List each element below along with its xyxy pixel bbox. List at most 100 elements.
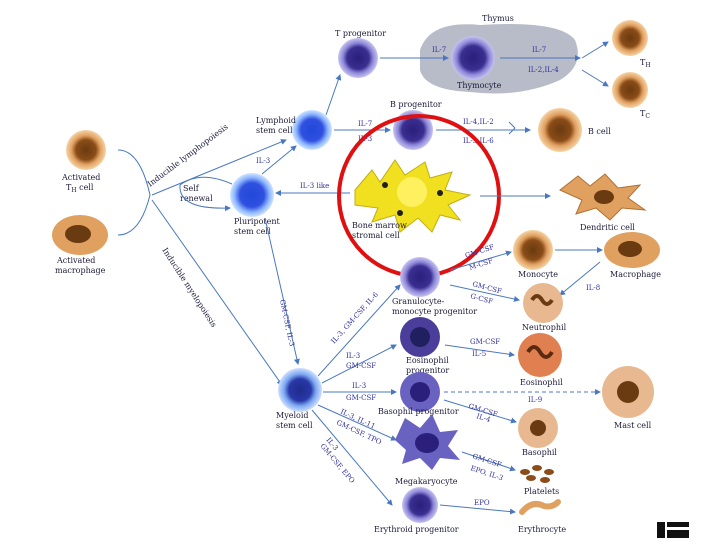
cytokine-il4-il2: IL-4,IL-2	[463, 118, 494, 126]
arrow-to-erythrocyte	[439, 504, 516, 515]
basophil-nucleus	[530, 420, 546, 436]
arrow-to-basophil	[443, 399, 517, 424]
eosinophil-label: Eosinophil	[520, 378, 563, 387]
cytokine-il3-baso: IL-3	[352, 382, 366, 390]
erythrocyte-label: Erythrocyte	[518, 525, 566, 534]
cytokine-il7-thymus: IL-7	[432, 46, 446, 54]
gm-progenitor-cell	[400, 257, 440, 297]
lymphoid-stem-cell	[292, 110, 332, 150]
th-label: TH	[640, 58, 651, 69]
arrow-to-tc	[581, 69, 609, 87]
gm-progenitor-label-1: Granulocyte-	[392, 297, 445, 306]
self-renewal-arrow	[179, 176, 233, 212]
arrow-myeloid-to-gm	[317, 284, 401, 377]
arrow-lymph-to-t	[325, 74, 342, 116]
tc-cell	[612, 72, 648, 108]
activation-bracket	[117, 149, 151, 236]
cytokine-epo: EPO	[474, 499, 490, 507]
b-progenitor-cell	[393, 110, 433, 150]
basophil-progenitor-nucleus	[410, 382, 430, 402]
self-renewal-label-2: renewal	[180, 194, 213, 203]
basophil-progenitor-label: Basophil progenitor	[378, 407, 459, 416]
activated-macrophage-label-2: macrophage	[55, 266, 106, 275]
arrow-myeloid-to-ery	[311, 409, 393, 506]
megakaryocyte-label: Megakaryocyte	[395, 477, 458, 486]
neutrophil-nucleus	[530, 294, 554, 306]
basophil-label: Basophil	[522, 448, 557, 457]
cytokine-il4: IL-4	[475, 412, 491, 424]
arrow-pluri-to-lymph	[261, 145, 297, 175]
macrophage-label: Macrophage	[610, 270, 661, 279]
arrow-myeloid-to-eos	[321, 344, 397, 384]
myeloid-label-2: stem cell	[276, 421, 313, 430]
activated-th-cell	[66, 130, 106, 170]
cytokine-il7-th: IL-7	[532, 46, 546, 54]
platelets-group	[520, 465, 554, 483]
pluripotent-stem-cell	[230, 173, 274, 217]
tc-label: TC	[640, 109, 650, 120]
cytokine-il2-il4: IL-2,IL-4	[528, 66, 559, 74]
myeloid-stem-cell	[278, 368, 322, 412]
t-progenitor-cell	[338, 38, 378, 78]
eos-progenitor-label-2: progenitor	[406, 366, 449, 375]
myeloid-label-1: Myeloid	[276, 411, 309, 420]
pluripotent-label-2: stem cell	[234, 227, 271, 236]
cytokine-m-csf: M-CSF	[468, 257, 494, 272]
thymus-label: Thymus	[482, 14, 514, 23]
cytokine-il8: IL-8	[586, 284, 600, 292]
arrow-to-neutrophil	[449, 284, 520, 302]
erythrocyte-cell	[519, 499, 561, 515]
arrow-pluri-to-myeloid	[264, 217, 300, 365]
arrow-to-eosinophil	[444, 344, 515, 358]
eos-progenitor-nucleus	[410, 327, 430, 347]
activated-macrophage-label-1: Activated	[56, 256, 95, 265]
cytokine-il3-lymph: IL-3	[256, 157, 270, 165]
erythroid-progenitor-label: Erythroid progenitor	[374, 525, 459, 534]
monocyte-cell	[513, 230, 553, 270]
thymocyte-cell	[451, 36, 495, 80]
inducible-myelopoiesis-label: Inducible myelopoiesis	[160, 246, 218, 329]
thymocyte-label: Thymocyte	[457, 81, 502, 90]
b-progenitor-label: B progenitor	[390, 100, 442, 109]
eos-progenitor-label-1: Eosinophil	[406, 356, 449, 365]
dendritic-nucleus	[594, 190, 614, 204]
megakaryocyte-nucleus	[415, 433, 439, 453]
bone-marrow-label-1: Bone marrow	[352, 221, 407, 230]
monocyte-label: Monocyte	[518, 270, 558, 279]
self-renewal-label-1: Self	[183, 184, 200, 193]
b-cell-label: B cell	[588, 127, 611, 136]
b-cell-antibody-icon	[508, 121, 516, 135]
arrow-myeloid-to-mega	[317, 404, 397, 441]
b-cell	[538, 108, 582, 152]
arrow-inducible-lymph	[151, 139, 287, 196]
cytokine-il3-like: IL-3 like	[300, 182, 329, 190]
pluripotent-label-1: Pluripotent	[234, 217, 281, 226]
neutrophil-label: Neutrophil	[522, 323, 567, 332]
erythroid-progenitor-cell	[402, 487, 438, 523]
activated-th-label-2: TH cell	[66, 183, 94, 194]
lymphoid-label-2: stem cell	[256, 126, 293, 135]
arrow-to-platelets	[461, 451, 516, 472]
slide-logo-icon	[657, 522, 689, 538]
activated-th-label-1: Activated	[61, 173, 100, 182]
cytokine-il7-b: IL-7	[358, 120, 372, 128]
cytokine-il9: IL-9	[528, 396, 542, 404]
arrow-inducible-myelo	[151, 199, 283, 386]
activated-macrophage-nucleus	[65, 225, 91, 243]
cytokine-il3-gm-il6: IL-3, GM-CSF, IL-6	[330, 290, 381, 345]
mast-cell-label: Mast cell	[614, 421, 652, 430]
gm-progenitor-label-2: monocyte progenitor	[392, 307, 477, 316]
eosinophil-nucleus	[526, 345, 554, 359]
cytokine-gm-csf-il3: GM-CSF, IL-3	[278, 299, 296, 347]
cytokine-il5: IL-5	[472, 350, 486, 358]
bone-marrow-label-2: stromal cell	[352, 231, 400, 240]
arrow-to-monocyte	[449, 250, 512, 271]
bone-marrow-stromal-cell	[354, 159, 472, 233]
lymphoid-label-1: Lymphoid	[256, 116, 296, 125]
dendritic-label: Dendritic cell	[580, 223, 635, 232]
cytokine-gm-csf-eos: GM-CSF	[346, 362, 376, 370]
cytokine-gm-csf-eos2: GM-CSF	[470, 338, 500, 346]
t-progenitor-label: T progenitor	[335, 29, 386, 38]
